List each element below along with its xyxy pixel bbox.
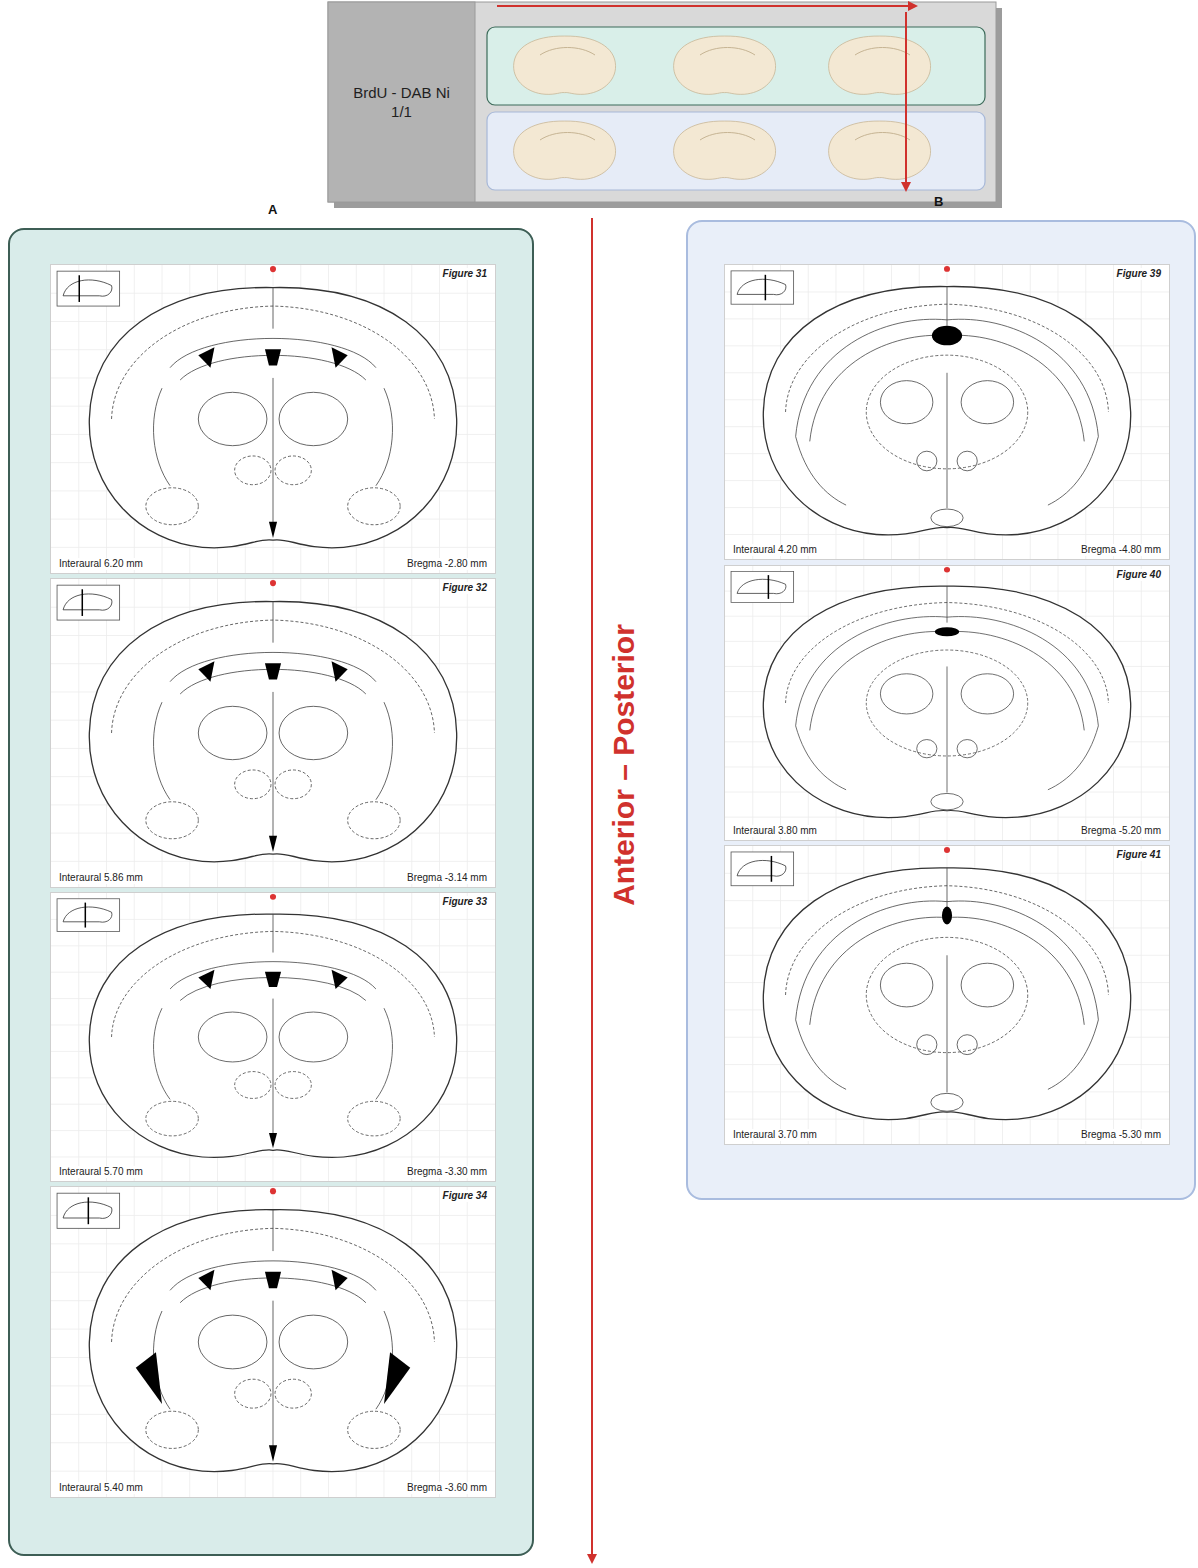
grid — [725, 265, 1169, 559]
coordinate-label: Bregma -5.30 mm — [1079, 1129, 1163, 1141]
ventricle — [136, 1270, 410, 1462]
bregma-dot — [944, 847, 950, 853]
ventricle — [198, 970, 347, 1149]
microscope-slide — [328, 2, 1002, 208]
coordinate-label: Interaural 5.86 mm — [57, 872, 145, 884]
atlas-plate: Figure 41 Interaural 3.70 mm Bregma -5.30 … — [724, 845, 1170, 1145]
bregma-dot — [944, 266, 950, 272]
slide-label: BrdU - DAB Ni 1/1 — [328, 2, 475, 202]
coordinate-label: Interaural 4.20 mm — [731, 544, 819, 556]
atlas-drawing — [51, 1187, 495, 1497]
grid — [51, 579, 495, 887]
coordinate-label: Interaural 3.70 mm — [731, 1129, 819, 1141]
panel-letter: B — [934, 194, 943, 209]
bregma-dot — [270, 580, 276, 586]
grid — [725, 566, 1169, 840]
atlas-drawing — [51, 265, 495, 573]
grid — [725, 846, 1169, 1144]
bregma-dot — [270, 1188, 276, 1194]
inset-sagittal — [731, 852, 794, 886]
brain-outline — [89, 602, 456, 862]
figure-number: Figure 40 — [1115, 569, 1163, 581]
brain-outline — [763, 287, 1130, 535]
section-panel: BFigure 39Interaural 4.20 mmBregma -4.80… — [686, 220, 1196, 1200]
figure-number: Figure 31 — [441, 268, 489, 280]
brain-outline — [763, 586, 1130, 818]
brain-structures — [112, 602, 435, 848]
ventricle — [198, 347, 347, 538]
coordinate-label: Interaural 5.40 mm — [57, 1482, 145, 1494]
atlas-plate: Figure 32 Interaural 5.86 mm Bregma -3.14 … — [50, 578, 496, 888]
coordinate-label: Interaural 6.20 mm — [57, 558, 145, 570]
atlas-drawing — [51, 893, 495, 1181]
brain-structures — [112, 288, 435, 534]
inset-sagittal — [731, 571, 794, 602]
figure-number: Figure 41 — [1115, 849, 1163, 861]
ventricle — [932, 326, 962, 346]
inset-sagittal — [57, 585, 120, 620]
atlas-plate: Figure 31 Interaural 6.20 mm Bregma -2.80 … — [50, 264, 496, 574]
bregma-dot — [270, 894, 276, 900]
bregma-dot — [270, 266, 276, 272]
brain-structures — [786, 287, 1109, 527]
coordinate-label: Interaural 5.70 mm — [57, 1166, 145, 1178]
reading-arrow — [905, 12, 907, 190]
atlas-plate: Figure 39 Interaural 4.20 mm Bregma -4.80 … — [724, 264, 1170, 560]
reading-arrow — [497, 5, 916, 7]
brain-outline — [763, 868, 1130, 1120]
bregma-dot — [944, 567, 950, 572]
section-panel: AFigure 31Interaural 6.20 mmBregma -2.80… — [8, 228, 534, 1556]
coordinate-label: Bregma -3.60 mm — [405, 1482, 489, 1494]
coordinate-label: Bregma -3.30 mm — [405, 1166, 489, 1178]
coordinate-label: Interaural 3.80 mm — [731, 825, 819, 837]
inset-sagittal — [57, 271, 120, 306]
atlas-drawing — [725, 265, 1169, 559]
inset-sagittal — [731, 271, 794, 304]
figure-number: Figure 32 — [441, 582, 489, 594]
ventricle — [942, 907, 952, 925]
figure-number: Figure 33 — [441, 896, 489, 908]
grid — [51, 1187, 495, 1497]
inset-sagittal — [57, 1193, 120, 1228]
brain-structures — [112, 1210, 435, 1458]
brain-structures — [112, 914, 435, 1144]
figure-number: Figure 34 — [441, 1190, 489, 1202]
atlas-plate: Figure 40 Interaural 3.80 mm Bregma -5.20 … — [724, 565, 1170, 841]
brain-structures — [786, 868, 1109, 1111]
grid — [51, 893, 495, 1181]
brain-structures — [786, 586, 1109, 810]
axis-arrow — [591, 218, 593, 1562]
axis-label: Anterior – Posterior — [606, 624, 642, 906]
atlas-plate: Figure 33 Interaural 5.70 mm Bregma -3.30 … — [50, 892, 496, 1182]
stain-label: BrdU - DAB Ni 1/1 — [346, 83, 458, 121]
grid — [51, 265, 495, 573]
atlas-drawing — [725, 846, 1169, 1144]
brain-outline — [89, 288, 456, 548]
figure-number: Figure 39 — [1115, 268, 1163, 280]
coordinate-label: Bregma -4.80 mm — [1079, 544, 1163, 556]
brain-outline — [89, 914, 456, 1157]
coordinate-label: Bregma -3.14 mm — [405, 872, 489, 884]
ventricle — [198, 661, 347, 852]
coordinate-label: Bregma -2.80 mm — [405, 558, 489, 570]
atlas-drawing — [51, 579, 495, 887]
coordinate-label: Bregma -5.20 mm — [1079, 825, 1163, 837]
panel-letter: A — [268, 202, 277, 217]
atlas-plate: Figure 34 Interaural 5.40 mm Bregma -3.60 … — [50, 1186, 496, 1498]
inset-sagittal — [57, 899, 120, 932]
ventricle — [935, 627, 959, 636]
brain-outline — [89, 1210, 456, 1472]
atlas-drawing — [725, 566, 1169, 840]
